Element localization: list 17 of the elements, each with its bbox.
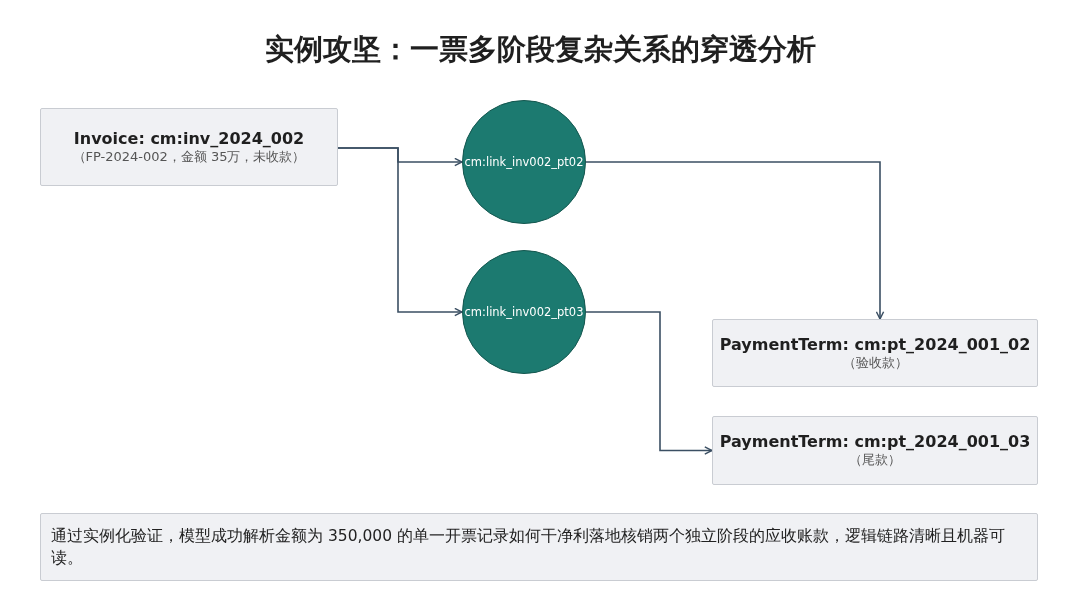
node-subtitle: （FP-2024-002，金额 35万，未收款） bbox=[72, 148, 306, 166]
node-title: PaymentTerm: cm:pt_2024_001_02 bbox=[719, 334, 1031, 354]
entity-box bbox=[40, 108, 338, 186]
node-title: Invoice: cm:inv_2024_002 bbox=[73, 128, 305, 148]
node-subtitle: （尾款） bbox=[849, 451, 901, 469]
node-title: PaymentTerm: cm:pt_2024_001_03 bbox=[719, 432, 1031, 451]
note-box bbox=[40, 513, 1038, 581]
entity-box bbox=[712, 416, 1038, 485]
node-subtitle: （验收款） bbox=[842, 354, 908, 372]
title: 实例攻坚：一票多阶段复杂关系的穿透分析 bbox=[263, 31, 817, 68]
node-title: cm:link_inv002_pt03 bbox=[464, 305, 584, 319]
arrow bbox=[337, 147, 463, 317]
entity-box bbox=[712, 319, 1038, 387]
node-title: 通过实例化验证，模型成功解析金额为 350,000 的单一开票记录如何干净利落地核销两个独立阶段的应收账款，逻辑链路清晰且机器可读。 bbox=[51, 525, 1006, 569]
arrow bbox=[585, 311, 713, 455]
arrow bbox=[585, 161, 885, 320]
node-title: cm:link_inv002_pt02 bbox=[464, 155, 584, 169]
